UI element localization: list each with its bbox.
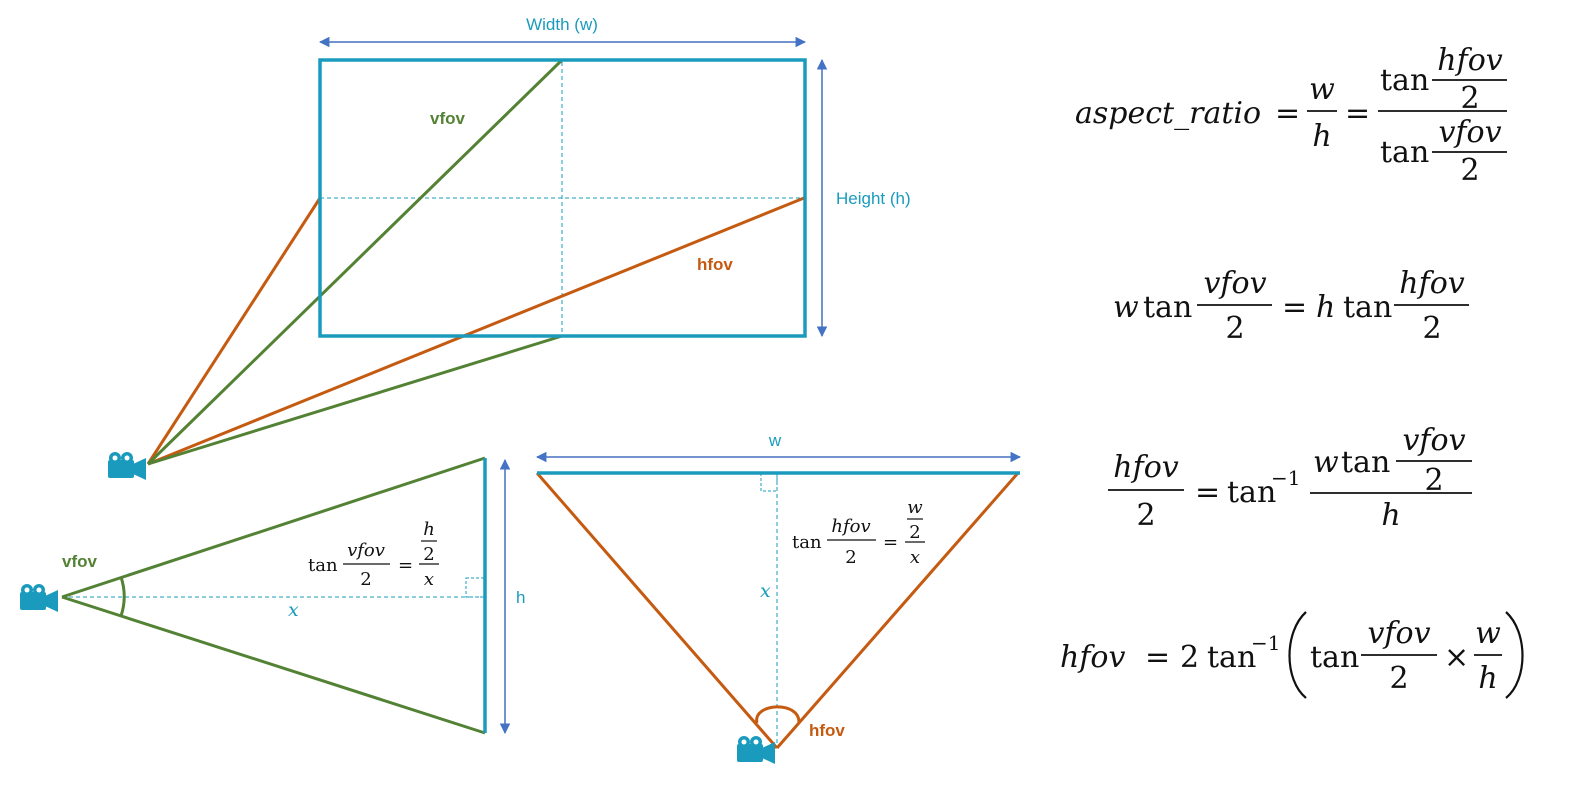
svg-text:hfov: hfov [1399,266,1464,301]
svg-text:2: 2 [909,522,920,543]
svg-text:2: 2 [1460,153,1479,188]
svg-text:=: = [883,532,898,553]
svg-text:w: w [1309,72,1335,107]
x-label-bottom: x [760,580,771,602]
w-label: w [768,431,782,450]
vfov-angle-arc [119,576,126,617]
svg-text:−1: −1 [1271,466,1300,490]
svg-text:×: × [1444,640,1469,675]
hfov-ray-right [147,196,805,466]
hfov-label-top: hfov [697,255,733,274]
vertical-fov-diagram: h vfov x tan vfov 2 = h 2 x [20,456,525,735]
svg-text:w: w [1475,616,1501,651]
svg-text:w: w [1113,290,1139,325]
formula-hfov-tan: tan hfov 2 = w 2 x [792,497,925,568]
svg-text:w: w [907,497,923,518]
svg-text:2: 2 [845,547,856,568]
svg-text:tan: tan [1310,640,1359,675]
svg-text:tan: tan [1227,475,1276,510]
svg-text:vfov: vfov [1402,423,1465,458]
svg-text:vfov: vfov [347,540,385,561]
svg-text:hfov: hfov [831,516,870,537]
right-angle-marker [465,577,486,598]
width-label: Width (w) [526,15,598,34]
h-label: h [516,588,525,607]
svg-text:=: = [1275,96,1300,131]
image-plane-rect [318,58,807,338]
equation-hfov: hfov = 2 tan −1 tan vfov 2 × w h [1060,611,1524,699]
svg-text:vfov: vfov [1367,616,1430,651]
vfov-ray-bottom [147,334,563,466]
vfov-label-left: vfov [62,552,98,571]
camera-icon [20,584,58,612]
svg-text:=: = [398,555,413,576]
svg-text:2: 2 [1424,463,1443,498]
hfov-edge-right [775,472,1020,749]
svg-text:2: 2 [423,544,434,565]
svg-text:tan: tan [792,532,822,553]
svg-text:w: w [1313,445,1339,480]
svg-text:=: = [1145,640,1170,675]
svg-text:tan: tan [1380,63,1429,98]
vfov-label-top: vfov [430,109,466,128]
right-angle-marker [760,472,778,492]
equation-half-hfov: hfov 2 = tan −1 w tan vfov 2 h [1108,423,1472,533]
svg-text:tan: tan [1380,135,1429,170]
svg-text:h: h [1316,290,1335,325]
svg-text:2: 2 [1180,640,1199,675]
hfov-angle-arc [755,705,801,724]
left-paren [1288,611,1307,699]
svg-text:h: h [1312,119,1331,154]
svg-text:hfov: hfov [1060,640,1125,675]
hfov-label-bottom: hfov [809,721,845,740]
vfov-ray-top [146,58,564,466]
horizontal-fov-diagram: w x hfov tan hfov 2 = w 2 x [535,431,1022,764]
svg-text:2: 2 [1389,661,1408,696]
svg-text:tan: tan [1143,290,1192,325]
svg-text:aspect_ratio: aspect_ratio [1075,96,1261,131]
hfov-edge-left [535,472,779,749]
svg-text:vfov: vfov [1203,266,1266,301]
svg-text:x: x [424,569,434,590]
svg-text:tan: tan [1343,290,1392,325]
svg-text:x: x [910,547,920,568]
svg-text:h: h [423,519,435,540]
hfov-ray-left [146,197,322,465]
svg-text:=: = [1282,290,1307,325]
svg-text:2: 2 [1225,311,1244,346]
svg-text:tan: tan [1341,445,1390,480]
x-label-left: x [288,599,299,621]
camera-icon [108,452,146,480]
svg-text:tan: tan [1207,640,1256,675]
svg-text:2: 2 [1136,498,1155,533]
equation-aspect-ratio: aspect_ratio = w h = tan hfov 2 tan vfov… [1075,43,1507,188]
right-paren [1505,611,1524,699]
svg-text:−1: −1 [1251,631,1280,655]
svg-text:2: 2 [1460,81,1479,116]
height-label: Height (h) [836,189,911,208]
svg-text:2: 2 [360,569,371,590]
svg-text:=: = [1195,475,1220,510]
formula-vfov-tan: tan vfov 2 = h 2 x [308,519,439,590]
svg-text:vfov: vfov [1438,115,1501,150]
equation-cross-multiply: w tan vfov 2 = h tan hfov 2 [1113,266,1469,346]
svg-text:h: h [1381,498,1400,533]
vfov-edge-top [61,456,486,599]
svg-text:2: 2 [1422,311,1441,346]
vfov-edge-bottom [61,595,486,735]
svg-text:hfov: hfov [1113,450,1178,485]
svg-text:hfov: hfov [1437,43,1502,78]
svg-text:tan: tan [308,555,338,576]
top-diagram: Width (w) Height (h) vfov hfov [108,15,911,480]
svg-text:=: = [1345,96,1370,131]
svg-text:h: h [1478,661,1497,696]
